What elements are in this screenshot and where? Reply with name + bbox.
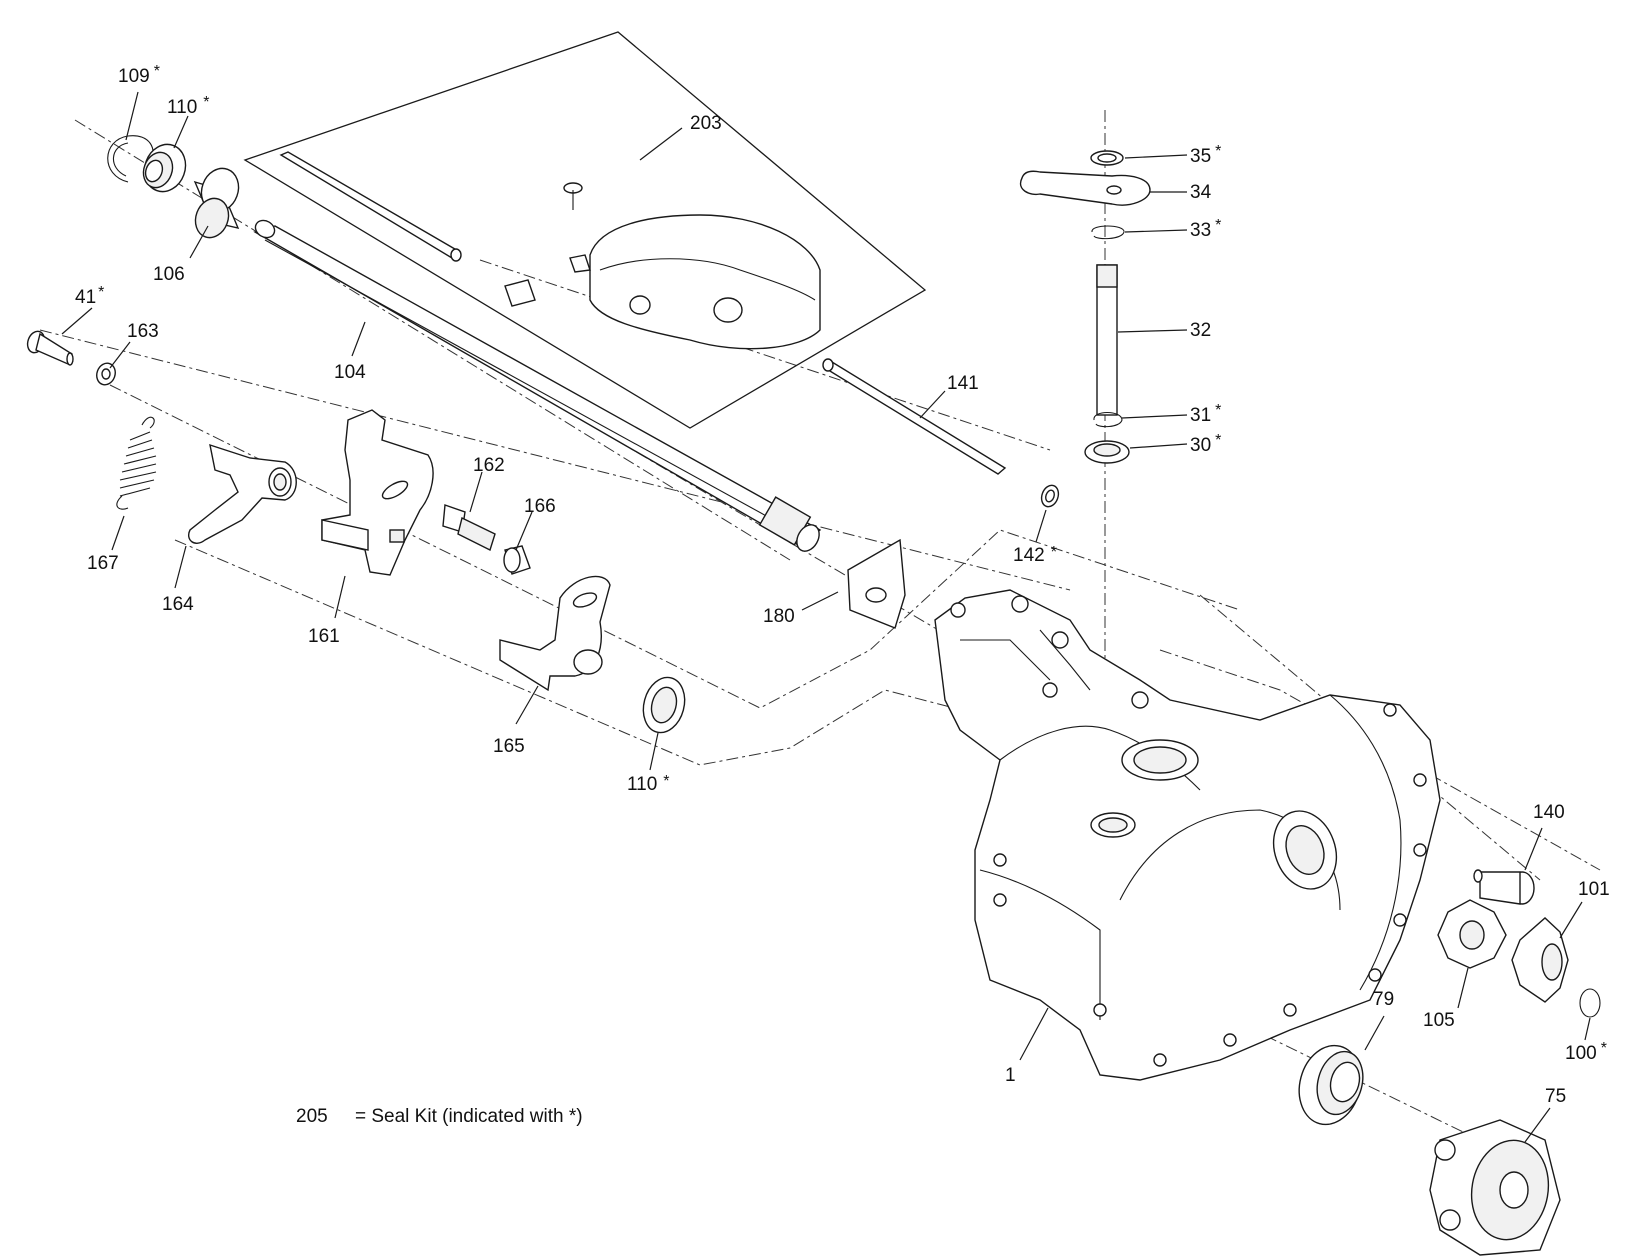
callout-203: 203 bbox=[690, 113, 722, 134]
ring-100 bbox=[1579, 988, 1601, 1018]
lever-164 bbox=[188, 443, 297, 544]
callout-109: 109* bbox=[118, 63, 160, 87]
callout-33: 33* bbox=[1190, 217, 1221, 241]
callout-34: 34 bbox=[1190, 182, 1212, 203]
callout-1: 1 bbox=[1005, 1065, 1016, 1086]
seal-110-lower bbox=[642, 676, 686, 734]
shaft-104 bbox=[253, 219, 822, 552]
callout-163: 163 bbox=[127, 321, 159, 342]
callout-105: 105 bbox=[1423, 1010, 1455, 1031]
callout-165: 165 bbox=[493, 736, 525, 757]
callout-labels: 109* 110* 203 35* 34 33* 32 31* 30* 106 … bbox=[75, 63, 1610, 1107]
seal-kit-text: = Seal Kit (indicated with *) bbox=[355, 1106, 583, 1127]
callout-161: 161 bbox=[308, 626, 340, 647]
bearing-79 bbox=[1298, 1044, 1364, 1126]
coupler-105 bbox=[1437, 899, 1507, 969]
callout-110-lower: 110* bbox=[627, 773, 670, 795]
cylinder-block-75 bbox=[1429, 1119, 1561, 1256]
leader-lines bbox=[61, 91, 1591, 1143]
callout-75: 75 bbox=[1545, 1086, 1566, 1107]
transaxle-housing-1 bbox=[934, 589, 1441, 1081]
callout-32: 32 bbox=[1190, 320, 1211, 341]
bolt-162 bbox=[442, 504, 496, 551]
callout-106: 106 bbox=[153, 264, 185, 285]
gear-101 bbox=[1511, 917, 1569, 1003]
callout-142: 142* bbox=[1013, 544, 1057, 566]
callout-100: 100* bbox=[1565, 1040, 1607, 1064]
callout-166: 166 bbox=[524, 496, 556, 517]
callout-31: 31* bbox=[1190, 402, 1221, 426]
vertical-shaft-stack bbox=[1019, 150, 1151, 464]
retaining-ring-109 bbox=[107, 135, 154, 183]
callout-104: 104 bbox=[334, 362, 366, 383]
seal-kit-note: 205 = Seal Kit (indicated with *) bbox=[296, 1106, 583, 1127]
washer-163 bbox=[96, 362, 116, 386]
washer-142 bbox=[1040, 484, 1060, 508]
callout-141: 141 bbox=[947, 373, 979, 394]
kit-203-parts bbox=[279, 151, 821, 350]
pin-41 bbox=[26, 330, 74, 366]
spacer-166 bbox=[503, 545, 531, 575]
callout-110-top: 110* bbox=[167, 94, 210, 118]
callout-162: 162 bbox=[473, 455, 505, 476]
spring-167 bbox=[116, 416, 157, 510]
seal-kit-number: 205 bbox=[296, 1106, 328, 1127]
bearing-106 bbox=[193, 167, 240, 239]
bracket-161 bbox=[321, 409, 434, 576]
kit-203-outline bbox=[243, 31, 927, 429]
seal-110-top bbox=[142, 143, 187, 193]
callout-180: 180 bbox=[763, 606, 795, 627]
callout-101: 101 bbox=[1578, 879, 1610, 900]
callout-79: 79 bbox=[1373, 989, 1394, 1010]
callout-164: 164 bbox=[162, 594, 194, 615]
plate-180 bbox=[847, 538, 906, 629]
callout-140: 140 bbox=[1533, 802, 1565, 823]
callout-35: 35* bbox=[1190, 143, 1221, 167]
callout-30: 30* bbox=[1190, 432, 1221, 456]
bracket-165 bbox=[499, 575, 611, 692]
callout-167: 167 bbox=[87, 553, 119, 574]
callout-41: 41* bbox=[75, 284, 104, 308]
rod-141 bbox=[822, 358, 1007, 475]
fitting-140 bbox=[1473, 869, 1535, 905]
